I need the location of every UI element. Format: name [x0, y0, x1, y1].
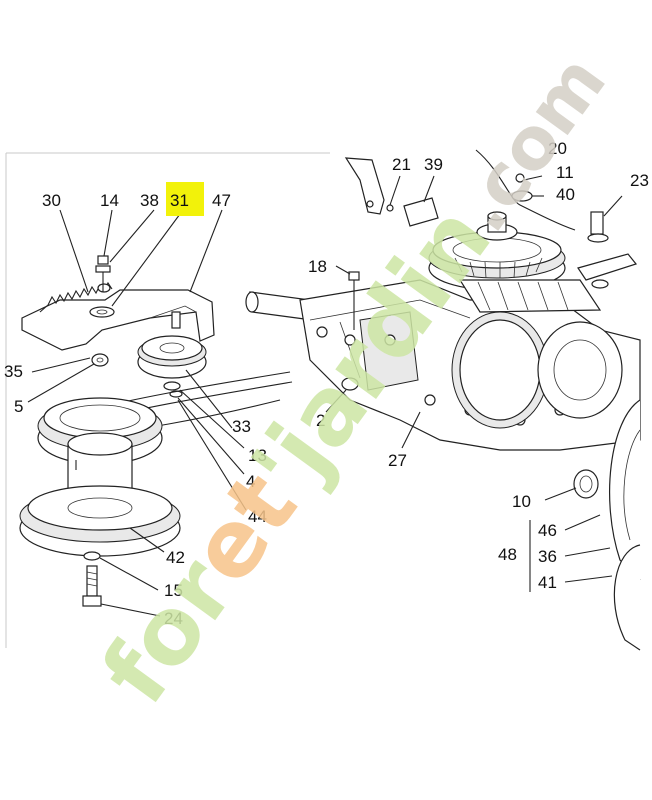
- label-44: 44: [248, 507, 267, 526]
- label-40: 40: [556, 185, 575, 204]
- label-20: 20: [548, 139, 567, 158]
- label-47: 47: [212, 191, 231, 210]
- label-31: 31: [170, 191, 189, 210]
- diagram-frame: [5, 152, 330, 648]
- label-23: 23: [630, 171, 649, 190]
- label-11: 11: [556, 163, 574, 182]
- label-42: 42: [166, 548, 185, 567]
- label-14: 14: [100, 191, 119, 210]
- label-30: 30: [42, 191, 61, 210]
- part-labels: 30 14 38 31 47 35 5 33 13 4 44 42 15 24 …: [4, 139, 649, 628]
- label-21: 21: [392, 155, 411, 174]
- transaxle-assembly: [245, 149, 641, 651]
- tension-spring: [39, 281, 113, 313]
- label-24: 24: [164, 609, 183, 628]
- label-5: 5: [14, 397, 23, 416]
- label-39: 39: [424, 155, 443, 174]
- label-38: 38: [140, 191, 159, 210]
- label-4: 4: [246, 472, 255, 491]
- label-27: 27: [388, 451, 407, 470]
- highlight-box: [166, 182, 204, 216]
- label-18: 18: [308, 257, 327, 276]
- label-36: 36: [538, 547, 557, 566]
- idler-bracket-assembly: [21, 255, 215, 367]
- label-35: 35: [4, 362, 23, 381]
- label-48: 48: [498, 545, 517, 564]
- label-33: 33: [232, 417, 251, 436]
- label-41: 41: [538, 573, 557, 592]
- label-2: 2: [316, 411, 325, 430]
- label-46: 46: [538, 521, 557, 540]
- engine-pulley: [19, 397, 181, 607]
- leader-lines: [27, 175, 623, 617]
- label-13: 13: [248, 446, 267, 465]
- label-10: 10: [512, 492, 531, 511]
- label-15: 15: [164, 581, 183, 600]
